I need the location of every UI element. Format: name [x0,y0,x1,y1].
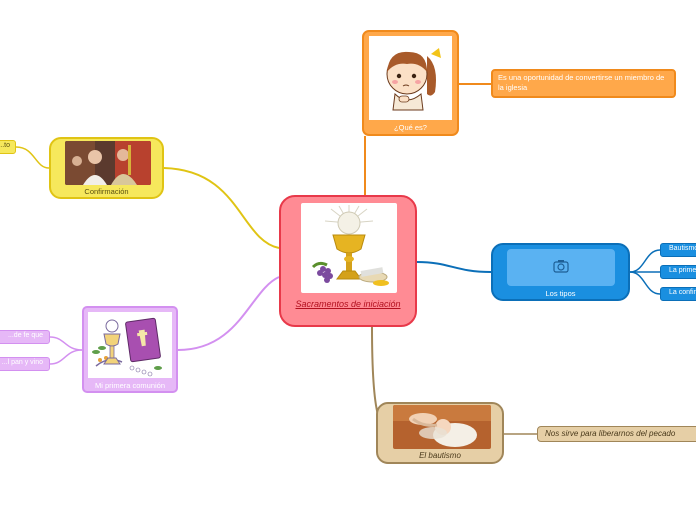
comunion-note-1[interactable]: ...de fe que [0,330,50,344]
que-es-note[interactable]: Es una oportunidad de convertirse un mie… [491,69,676,98]
que-es-node[interactable]: ¿Qué es? [362,30,459,136]
los-tipos-node[interactable]: Los tipos [491,243,630,301]
confirmation-photo [65,141,151,185]
cartoon-girl-icon [369,36,452,120]
primera-comunion-node[interactable]: Mi primera comunión [82,306,178,393]
camera-icon [553,260,569,273]
central-topic-label: Sacramentos de iniciación [295,299,401,309]
confirmacion-node[interactable]: Confirmación [49,137,164,199]
confirmacion-label: Confirmación [84,187,129,196]
comunion-note-2[interactable]: ...l pan y vino [0,357,50,371]
primera-comunion-label: Mi primera comunión [94,381,166,390]
bautismo-node[interactable]: El bautismo [376,402,504,464]
confirmacion-note[interactable]: ...to [0,140,16,154]
chalice-host-icon [301,203,397,293]
bautismo-label: El bautismo [419,451,461,460]
image-placeholder [507,249,615,286]
tipo-item-bautismo[interactable]: Bautismo [660,243,696,257]
tipo-item-primera-comunion[interactable]: La primera comunión [660,265,696,279]
chalice-book-icon [88,312,172,378]
baptism-photo [393,405,491,449]
los-tipos-label: Los tipos [545,289,576,298]
que-es-label: ¿Qué es? [394,123,427,132]
bautismo-note[interactable]: Nos sirve para liberarnos del pecado [537,426,696,442]
central-topic-node[interactable]: Sacramentos de iniciación [279,195,417,327]
tipo-item-confirmacion[interactable]: La confirmación [660,287,696,301]
